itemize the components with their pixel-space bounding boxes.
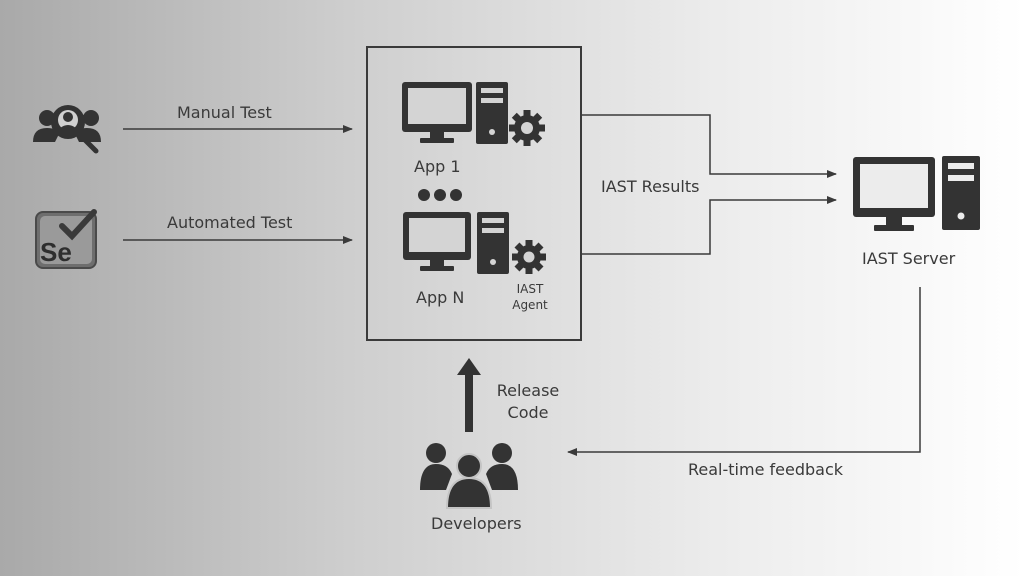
release-code-arrow [457,358,481,432]
app1-computer-icon [402,82,508,144]
iast-agent-gear-icon [512,240,546,274]
server-computer-icon [853,156,980,231]
app1-gear-icon [509,110,545,146]
appn-computer-icon [403,212,509,274]
selenium-logo-icon: Se [35,209,97,269]
iast-agent-line1: IAST [516,282,544,296]
developers-label: Developers [431,514,522,533]
release-line2: Code [507,403,549,422]
iast-results-label: IAST Results [601,177,700,196]
iast-agent-label: IAST Agent [508,281,552,313]
release-code-label: Release Code [490,380,566,424]
iast-agent-line2: Agent [512,298,548,312]
results-connector-top [582,114,837,178]
developers-group-icon [420,443,518,509]
svg-text:Se: Se [40,237,72,267]
release-line1: Release [496,381,560,400]
app1-label: App 1 [414,157,461,176]
ellipsis-dots-icon [418,189,462,201]
feedback-label: Real-time feedback [688,460,843,479]
appn-label: App N [416,288,465,307]
feedback-connector [567,287,921,456]
results-connector-bottom [582,196,837,255]
automated-test-label: Automated Test [167,213,293,232]
iast-server-label: IAST Server [862,249,956,268]
tester-magnifier-icon [33,105,101,154]
manual-test-label: Manual Test [177,103,272,122]
app-box [366,46,582,341]
